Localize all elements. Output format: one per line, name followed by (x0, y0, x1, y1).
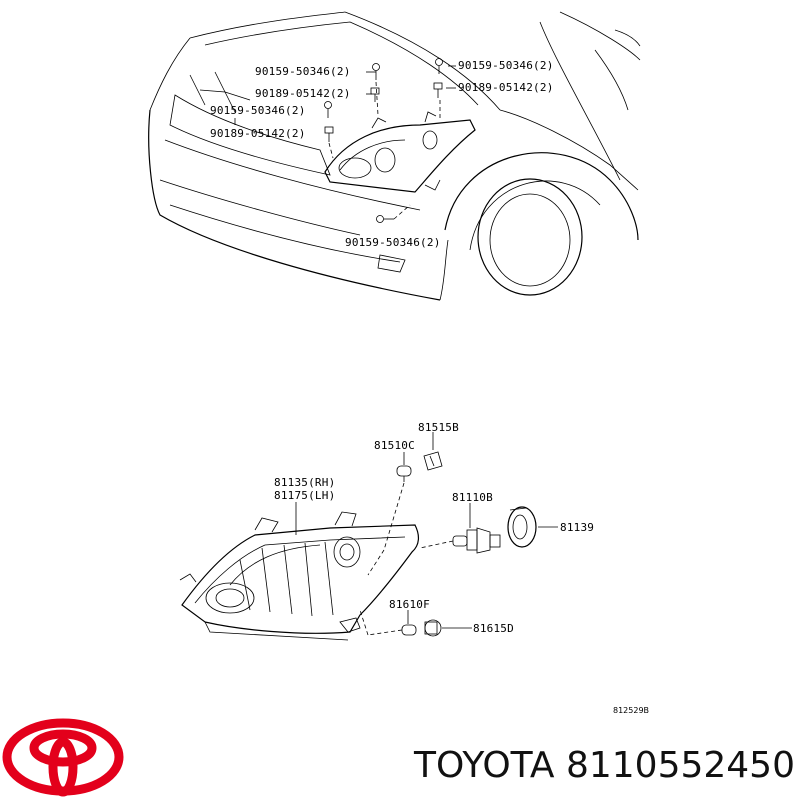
part-number-label: 90189-05142(2) (458, 81, 554, 94)
screw-icon (435, 58, 443, 74)
screw-icon (324, 101, 332, 118)
upper-fasteners (324, 58, 443, 223)
diagram-code: 812529B (613, 706, 649, 715)
upper-leaders (234, 65, 456, 220)
upper-part-labels: 90159-50346(2) 90189-05142(2) 90159-5034… (210, 59, 554, 249)
part-number-label: 90159-50346(2) (255, 65, 351, 78)
part-number-label: 90159-50346(2) (345, 236, 441, 249)
brand-part-number: TOYOTA 8110552450 (413, 745, 795, 786)
bulbs-and-sockets (396, 451, 537, 637)
part-number-label: 90159-50346(2) (210, 104, 306, 117)
part-number-label: 81110B (452, 491, 493, 504)
screw-icon (372, 63, 380, 80)
toyota-logo-icon (2, 718, 124, 797)
bulb-icon (401, 624, 417, 636)
part-number-label: 81175(LH) (274, 489, 335, 502)
headlamp-assembly-drawing (179, 511, 419, 641)
headlamp-bulb-icon (452, 527, 501, 554)
part-number-label: 81515B (418, 421, 459, 434)
lower-leaders (295, 432, 558, 636)
part-number-label: 81135(RH) (274, 476, 335, 489)
clip-icon (370, 87, 380, 102)
part-number-label: 90159-50346(2) (458, 59, 554, 72)
bulb-icon (396, 465, 412, 482)
dust-cap-icon (507, 506, 537, 548)
part-number-label: 90189-05142(2) (255, 87, 351, 100)
lower-part-labels: 81515B 81510C 81135(RH) 81175(LH) 81110B… (274, 421, 594, 635)
socket-icon (423, 451, 443, 471)
part-number-label: 81139 (560, 521, 594, 534)
part-number-label: 81510C (374, 439, 415, 452)
screw-icon (376, 215, 394, 223)
part-number-label: 81610F (389, 598, 430, 611)
clip-icon (324, 126, 334, 142)
socket-icon (424, 619, 442, 637)
part-number-label: 81615D (473, 622, 514, 635)
part-number-label: 90189-05142(2) (210, 127, 306, 140)
clip-icon (433, 82, 443, 98)
car-front-drawing (148, 11, 641, 301)
